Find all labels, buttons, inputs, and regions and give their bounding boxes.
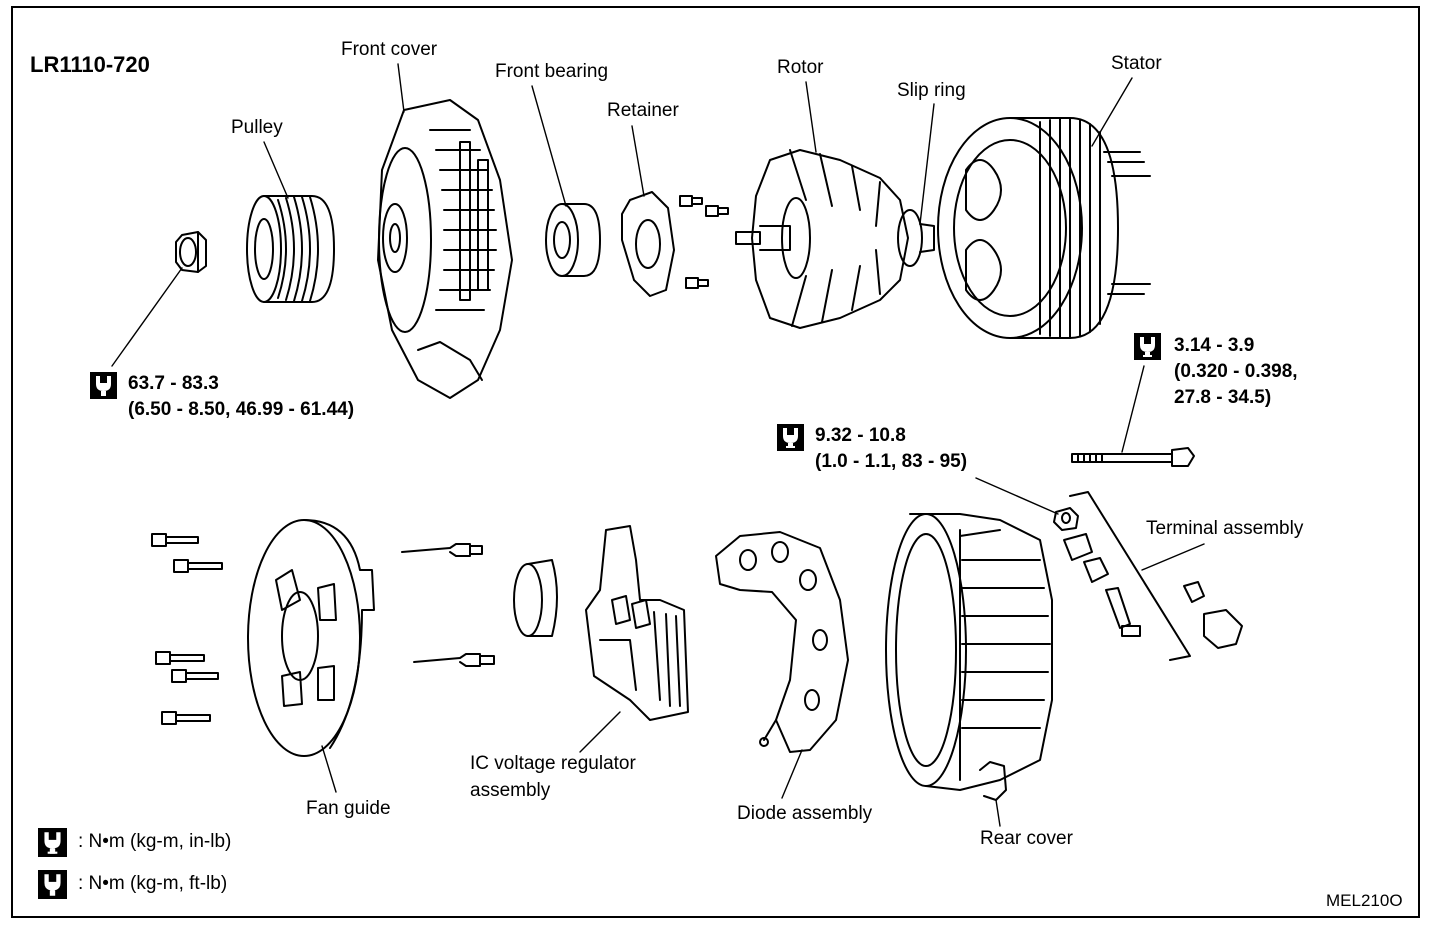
label-diode-assembly: Diode assembly xyxy=(737,803,873,824)
legend-ft-lb-icon xyxy=(38,870,67,899)
legend-ft-lb-text: : N•m (kg-m, ft-lb) xyxy=(78,873,228,894)
label-ic-regulator-line1: IC voltage regulator xyxy=(470,753,636,774)
label-front-cover: Front cover xyxy=(341,39,438,60)
through-bolt-torque-line3: 27.8 - 34.5) xyxy=(1174,387,1272,408)
torque-in-lb-icon xyxy=(777,424,804,451)
label-fan-guide: Fan guide xyxy=(306,798,391,819)
rotor xyxy=(735,149,935,329)
label-front-bearing: Front bearing xyxy=(495,61,609,82)
legend-in-lb-icon xyxy=(38,828,67,857)
front-bearing xyxy=(545,203,601,277)
label-terminal-assembly: Terminal assembly xyxy=(1146,518,1304,539)
pulley-torque-line2: (6.50 - 8.50, 46.99 - 61.44) xyxy=(128,399,355,420)
pulley xyxy=(246,195,335,303)
fan-guide xyxy=(247,519,375,757)
rivets xyxy=(401,543,495,667)
torque-ft-lb-icon xyxy=(90,372,117,399)
leader-lines xyxy=(111,63,1205,827)
label-pulley: Pulley xyxy=(231,117,283,138)
terminal-parts xyxy=(1053,491,1243,661)
seal-ring xyxy=(513,559,558,637)
through-bolt-torque-line2: (0.320 - 0.398, xyxy=(1174,361,1298,382)
label-ic-regulator-line2: assembly xyxy=(470,780,551,801)
stator xyxy=(937,117,1151,339)
retainer-screws xyxy=(679,195,729,289)
figure-code: MEL210O xyxy=(1326,891,1403,910)
label-stator: Stator xyxy=(1111,53,1162,74)
retainer xyxy=(621,191,675,297)
pulley-nut xyxy=(175,231,207,273)
label-slip-ring: Slip ring xyxy=(897,80,966,101)
terminal-torque-line1: 9.32 - 10.8 xyxy=(815,425,906,446)
legend-in-lb-text: : N•m (kg-m, in-lb) xyxy=(78,831,232,852)
through-bolt-torque-line1: 3.14 - 3.9 xyxy=(1174,335,1255,356)
label-retainer: Retainer xyxy=(607,100,679,121)
diode-assembly xyxy=(715,531,849,753)
pulley-torque-line1: 63.7 - 83.3 xyxy=(128,373,219,394)
front-cover xyxy=(377,99,513,399)
model-title: LR1110-720 xyxy=(30,52,150,77)
terminal-torque-line2: (1.0 - 1.1, 83 - 95) xyxy=(815,451,968,472)
label-rear-cover: Rear cover xyxy=(980,828,1073,849)
torque-in-lb-icon xyxy=(1134,333,1161,360)
rear-cover xyxy=(885,513,1053,801)
through-bolt xyxy=(1071,447,1195,467)
label-rotor: Rotor xyxy=(777,57,824,78)
ic-voltage-regulator xyxy=(585,525,689,721)
diagram-frame xyxy=(11,6,1420,918)
fan-guide-screws xyxy=(151,533,223,725)
